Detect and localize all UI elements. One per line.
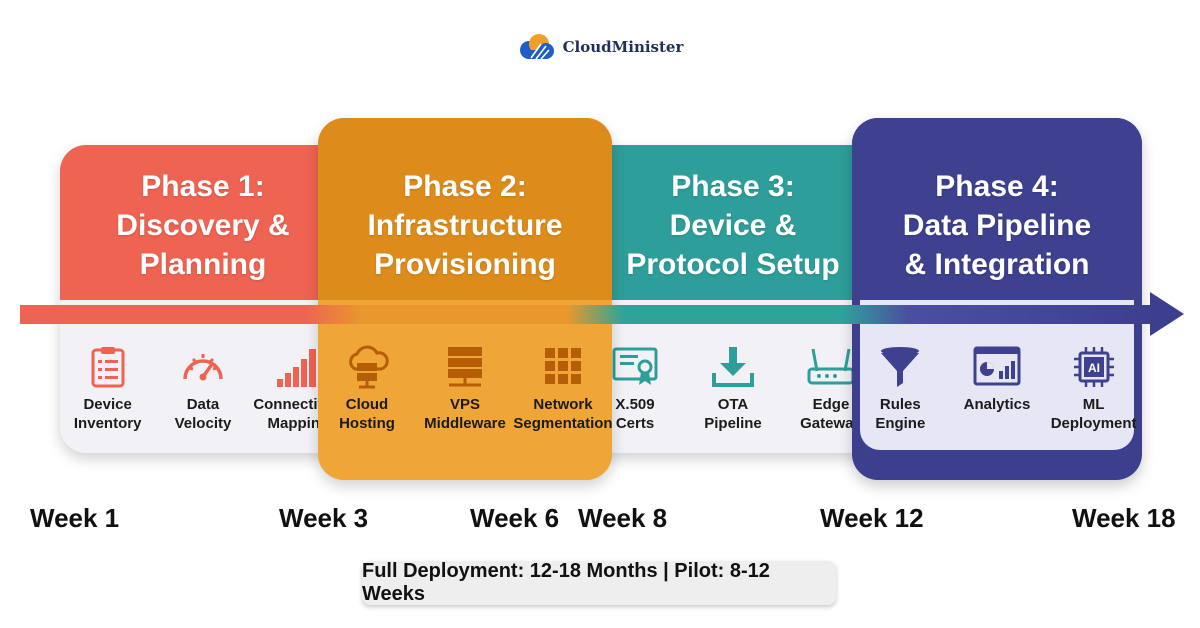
phase-2-items: Cloud Hosting VPS Middleware Network Seg… [318,345,613,433]
grid-icon [545,348,581,384]
item-vps-middleware: VPS Middleware [422,345,508,433]
week-marker: Week 6 [470,503,560,533]
item-label: OTA Pipeline [704,396,762,432]
phase-1-items: Device Inventory Data Velocity Connectiv… [60,345,346,433]
phase-1-header: Phase 1: Discovery & Planning [60,145,346,300]
brand-name: CloudMinister [562,38,684,56]
cloud-server-icon [349,345,389,389]
item-ml-deployment: AI ML Deployment [1051,345,1137,433]
item-label: Edge Gateway [800,396,862,432]
funnel-icon [881,347,920,387]
signal-bars-icon [277,349,317,387]
phase-4-title: Phase 4: Data Pipeline & Integration [902,170,1092,281]
download-icon [712,347,754,387]
brand-logo: CloudMinister [0,32,1200,62]
analytics-dashboard-icon [973,346,1021,386]
phase-4-items: Rules Engine Analytics AI ML Deployment [852,345,1142,433]
week-marker: Week 1 [30,503,120,533]
svg-text:AI: AI [1088,361,1100,375]
cloud-icon [519,34,554,60]
item-cloud-hosting: Cloud Hosting [324,345,410,433]
phase-1-card: Phase 1: Discovery & Planning Device Inv… [60,145,346,453]
item-data-velocity: Data Velocity [160,345,246,433]
item-analytics: Analytics [954,345,1040,433]
item-label: Rules Engine [875,396,926,432]
phase-1-title: Phase 1: Discovery & Planning [116,170,290,281]
item-ota-pipeline: OTA Pipeline [690,345,776,433]
router-icon [807,348,855,385]
week-marker: Week 12 [820,503,924,533]
speedometer-icon [183,354,223,381]
server-stack-icon [448,347,482,387]
timeline-arrowhead [1150,292,1184,336]
week-marker: Week 8 [578,503,668,533]
item-label: VPS Middleware [424,396,506,432]
item-label: Device Inventory [73,396,142,432]
certificate-icon [612,347,658,385]
phase-2-card: Phase 2: Infrastructure Provisioning Clo… [318,118,613,480]
phase-3-header: Phase 3: Device & Protocol Setup [586,145,880,300]
phase-2-body [318,300,612,480]
item-label: Cloud Hosting [339,396,395,432]
phase-2-title: Phase 2: Infrastructure Provisioning [367,170,563,281]
item-device-inventory: Device Inventory [65,345,151,433]
item-label: Network Segmentation [513,396,613,432]
phase-2-header: Phase 2: Infrastructure Provisioning [318,118,612,300]
phase-3-card: Phase 3: Device & Protocol Setup X.509 C… [586,145,880,453]
item-rules-engine: Rules Engine [857,345,943,433]
phase-3-items: X.509 Certs OTA Pipeline Edge Gateway [586,345,880,433]
phase-4-card: Phase 4: Data Pipeline & Integration Rul… [852,118,1142,480]
phase-4-header: Phase 4: Data Pipeline & Integration [852,118,1142,300]
item-x509-certs: X.509 Certs [592,345,678,433]
item-label: Analytics [963,396,1031,413]
week-marker: Week 18 [1072,503,1176,533]
week-marker: Week 3 [279,503,369,533]
timeline-line [20,305,1160,324]
phase-3-title: Phase 3: Device & Protocol Setup [626,170,840,281]
item-network-segmentation: Network Segmentation [513,345,613,433]
item-edge-gateway: Edge Gateway [788,345,874,433]
clipboard-icon [91,347,125,388]
deployment-summary-badge: Full Deployment: 12-18 Months | Pilot: 8… [362,560,836,605]
item-label: Data Velocity [174,396,232,432]
item-label: X.509 Certs [615,396,655,432]
item-label: ML Deployment [1050,396,1137,432]
ai-chip-icon: AI [1073,347,1114,387]
